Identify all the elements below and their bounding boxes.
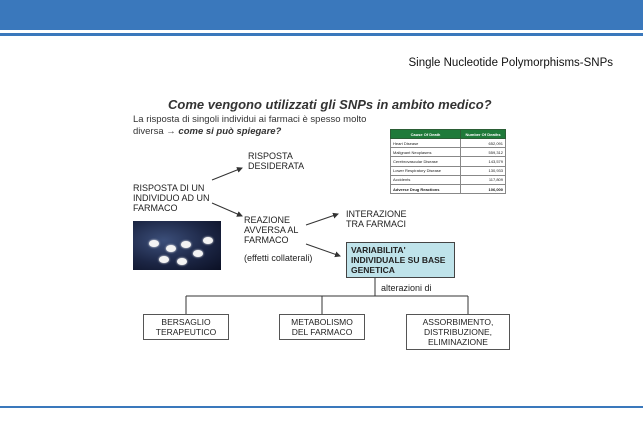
table-cell: 143,579 [460,156,506,167]
slide-title: Come vengono utilizzati gli SNPs in ambi… [168,97,492,112]
arrow-to-desiderata [211,167,243,181]
pill-shape [193,250,203,257]
box-bersaglio: BERSAGLIO TERAPEUTICO [143,314,229,340]
node-risposta-individuo: RISPOSTA DI UN INDIVIDUO AD UN FARMACO [133,183,210,213]
arrow-to-reazione [211,202,243,217]
node-interazione: INTERAZIONE TRA FARMACI [346,209,407,229]
header-bar [0,0,643,30]
node-effetti-collaterali: (effetti collaterali) [244,253,313,263]
pills-photo [133,221,221,270]
intro-emphasis: come si può spiegare? [178,126,282,137]
footer-divider [0,406,643,408]
table-cell: 117,809 [460,174,506,185]
pill-shape [181,241,191,248]
intro-text: La risposta di singoli individui ai farm… [133,114,367,137]
table-cell: 652,091 [460,137,506,149]
pill-shape [177,258,187,265]
arrow-to-variabilita [305,243,341,258]
pill-shape [149,240,159,247]
node-risposta-desiderata: RISPOSTA DESIDERATA [248,151,305,171]
header-divider [0,33,643,36]
pill-shape [203,237,213,244]
pill-shape [166,245,176,252]
box-assorbimento: ASSORBIMENTO, DISTRIBUZIONE, ELIMINAZION… [406,314,510,350]
node-reazione-avversa: REAZIONE AVVERSA AL FARMACO [244,215,299,245]
pill-shape [159,256,169,263]
slide-intro: La risposta di singoli individui ai farm… [133,114,393,138]
deaths-table: Cause Of Death Number Of Deaths Heart Di… [390,129,506,195]
table-cell: 559,312 [460,147,506,158]
arrow-to-interazione [305,212,339,226]
table-cell: 130,933 [460,165,506,176]
label-alterazioni: alterazioni di [381,283,432,293]
node-variabilita: VARIABILITA' INDIVIDUALE SU BASE GENETIC… [346,242,455,278]
box-metabolismo: METABOLISMO DEL FARMACO [279,314,365,340]
table-cell: 106,000 [460,183,506,195]
slide-subject: Single Nucleotide Polymorphisms-SNPs [408,57,613,69]
